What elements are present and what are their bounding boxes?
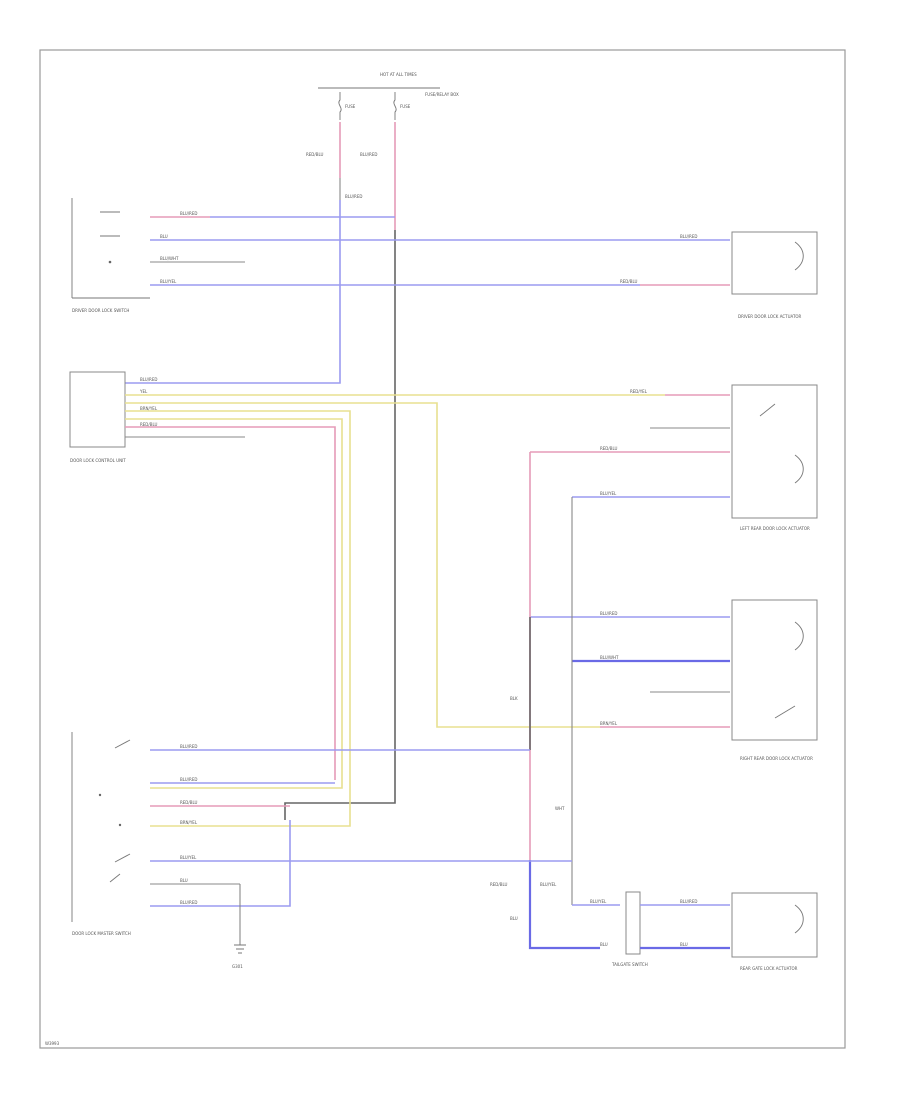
wire-tag-29: BLU bbox=[600, 942, 608, 947]
wire-tag-9: BRN/YEL bbox=[140, 406, 158, 411]
footer-code: W3993 bbox=[45, 1041, 60, 1046]
wire-label-mid: BLU/RED bbox=[345, 194, 362, 199]
wire-tag-7: YEL bbox=[139, 389, 148, 394]
wire-tag-22: BLU/YEL bbox=[180, 855, 197, 860]
left-rear-switch-icon bbox=[759, 403, 776, 417]
driver-switch-label: DRIVER DOOR LOCK SWITCH bbox=[72, 308, 129, 313]
wire-cu-yel-3 bbox=[125, 410, 351, 827]
left-rear-actuator-label: LEFT REAR DOOR LOCK ACTUATOR bbox=[740, 526, 810, 531]
master-dot-1 bbox=[98, 793, 102, 797]
top-label: HOT AT ALL TIMES bbox=[380, 72, 417, 77]
tailgate-switch-label: TAILGATE SWITCH bbox=[611, 962, 648, 967]
rear-gate-actuator-box bbox=[731, 892, 818, 958]
control-unit-box bbox=[69, 371, 126, 448]
right-rear-actuator-label: RIGHT REAR DOOR LOCK ACTUATOR bbox=[740, 756, 813, 761]
wire-tag-15: BRN/YEL bbox=[600, 721, 618, 726]
master-contact-1 bbox=[114, 739, 131, 749]
left-rear-actuator-box bbox=[731, 384, 818, 519]
driver-actuator-motor-icon bbox=[794, 241, 804, 271]
wire-tag-30: BLU bbox=[680, 942, 688, 947]
wire-tag-6: BLU/RED bbox=[140, 377, 157, 382]
wire-tag-25: RED/BLU bbox=[490, 882, 508, 887]
wire-tag-5: RED/BLU bbox=[620, 279, 638, 284]
wire-tag-0: BLU/RED bbox=[180, 211, 197, 216]
wire-tag-8: RED/YEL bbox=[630, 389, 648, 394]
fuse-a-icon bbox=[338, 92, 342, 120]
wire-tag-13: BLU/RED bbox=[600, 611, 617, 616]
right-rear-motor-icon bbox=[794, 621, 804, 651]
wire-tag-24: BLU/RED bbox=[180, 900, 197, 905]
wire-tag-14: BLU/WHT bbox=[600, 655, 619, 660]
right-rear-switch-icon bbox=[774, 705, 796, 719]
control-unit-label: DOOR LOCK CONTROL UNIT bbox=[70, 458, 126, 463]
tailgate-switch-box bbox=[625, 891, 641, 955]
fuse-b-icon bbox=[393, 92, 397, 120]
wire-tag-16: BLK bbox=[510, 696, 518, 701]
wire-label-blu-red: BLU/RED bbox=[360, 152, 377, 157]
wire-label-red-blu: RED/BLU bbox=[306, 152, 324, 157]
wire-tag-19: BLU/RED bbox=[180, 777, 197, 782]
wire-tag-23: BLU bbox=[180, 878, 188, 883]
ground-label: G301 bbox=[232, 964, 243, 969]
wire-tag-31: BLU bbox=[510, 916, 518, 921]
wire-tag-20: RED/BLU bbox=[180, 800, 198, 805]
wire-tag-11: RED/BLU bbox=[600, 446, 618, 451]
master-contact-3 bbox=[109, 873, 121, 883]
left-rear-motor-icon bbox=[794, 454, 804, 484]
wire-tag-12: BLU/YEL bbox=[600, 491, 617, 496]
rear-gate-motor-icon bbox=[794, 904, 804, 934]
driver-switch-body bbox=[71, 198, 150, 299]
wire-ms-6 bbox=[150, 820, 291, 907]
right-rear-actuator-box bbox=[731, 599, 818, 741]
wire-tag-3: BLU/WHT bbox=[160, 256, 179, 261]
fuse-b-label: FUSE bbox=[400, 104, 411, 109]
fuse-a-label: FUSE bbox=[345, 104, 356, 109]
ground-icon bbox=[234, 944, 246, 954]
switch-dot bbox=[108, 260, 112, 264]
driver-actuator-box bbox=[731, 231, 818, 295]
bus-dblue bbox=[528, 860, 600, 950]
wire-tag-27: BLU/YEL bbox=[590, 899, 607, 904]
rear-gate-actuator-label: REAR GATE LOCK ACTUATOR bbox=[740, 966, 798, 971]
wire-tag-21: BRN/YEL bbox=[180, 820, 198, 825]
wire-tag-1: BLU bbox=[160, 234, 168, 239]
master-dot-2 bbox=[118, 823, 122, 827]
wire-cu-red bbox=[125, 426, 336, 780]
wire-cu-yel-4 bbox=[125, 418, 343, 789]
wire-cu-yel-2 bbox=[125, 402, 600, 728]
driver-actuator-label: DRIVER DOOR LOCK ACTUATOR bbox=[738, 314, 802, 319]
diagram-frame bbox=[39, 49, 846, 1049]
wire-fuse-a-to-unit bbox=[125, 200, 341, 384]
wire-tag-26: BLU/YEL bbox=[540, 882, 557, 887]
wire-tag-17: WHT bbox=[555, 806, 565, 811]
fuse-note: FUSE/RELAY BOX bbox=[425, 92, 459, 97]
wire-tag-18: BLU/RED bbox=[180, 744, 197, 749]
wire-tag-4: BLU/YEL bbox=[160, 279, 177, 284]
wire-tag-2: BLU/RED bbox=[680, 234, 697, 239]
wire-tag-10: RED/BLU bbox=[140, 422, 158, 427]
wire-tag-28: BLU/RED bbox=[680, 899, 697, 904]
master-contact-2 bbox=[114, 853, 131, 863]
master-switch-label: DOOR LOCK MASTER SWITCH bbox=[72, 931, 131, 936]
wire-ground-trunk bbox=[284, 230, 396, 820]
